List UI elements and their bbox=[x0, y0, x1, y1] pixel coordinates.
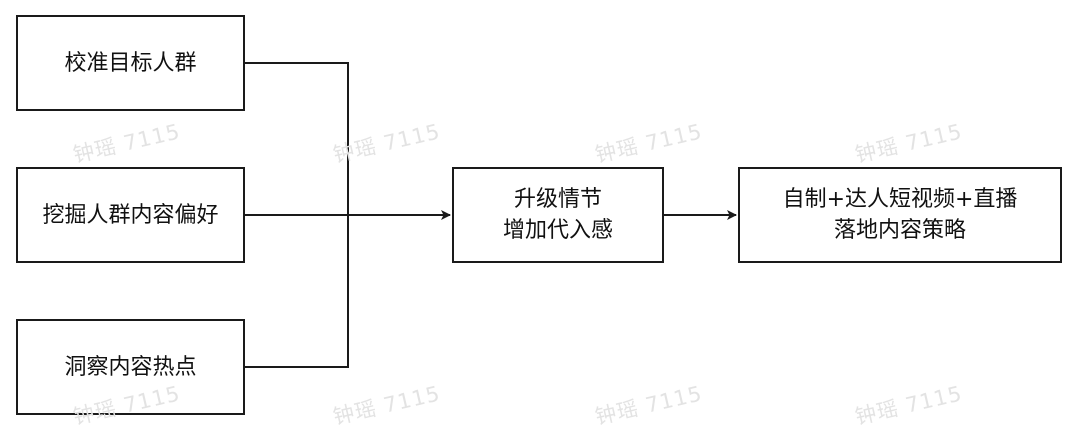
box-label: 洞察内容热点 bbox=[64, 354, 197, 380]
box-label-line-1: 自制+达人短视频+直播 bbox=[782, 187, 1018, 212]
box-label-line-2: 落地内容策略 bbox=[833, 218, 966, 243]
box-label-line-2: 增加代入感 bbox=[502, 218, 613, 243]
box-content-strategy: 自制+达人短视频+直播 落地内容策略 bbox=[738, 167, 1062, 263]
connector-calibrate bbox=[245, 62, 349, 215]
box-insight-content-hotspot: 洞察内容热点 bbox=[16, 319, 245, 415]
connector-insight bbox=[245, 215, 349, 368]
box-label-line-1: 升级情节 bbox=[513, 187, 602, 212]
box-mine-content-preference: 挖掘人群内容偏好 bbox=[16, 167, 245, 263]
box-label: 校准目标人群 bbox=[64, 50, 197, 76]
box-calibrate-target-group: 校准目标人群 bbox=[16, 15, 245, 111]
box-label: 挖掘人群内容偏好 bbox=[42, 202, 219, 228]
box-upgrade-plot: 升级情节 增加代入感 bbox=[452, 167, 664, 263]
